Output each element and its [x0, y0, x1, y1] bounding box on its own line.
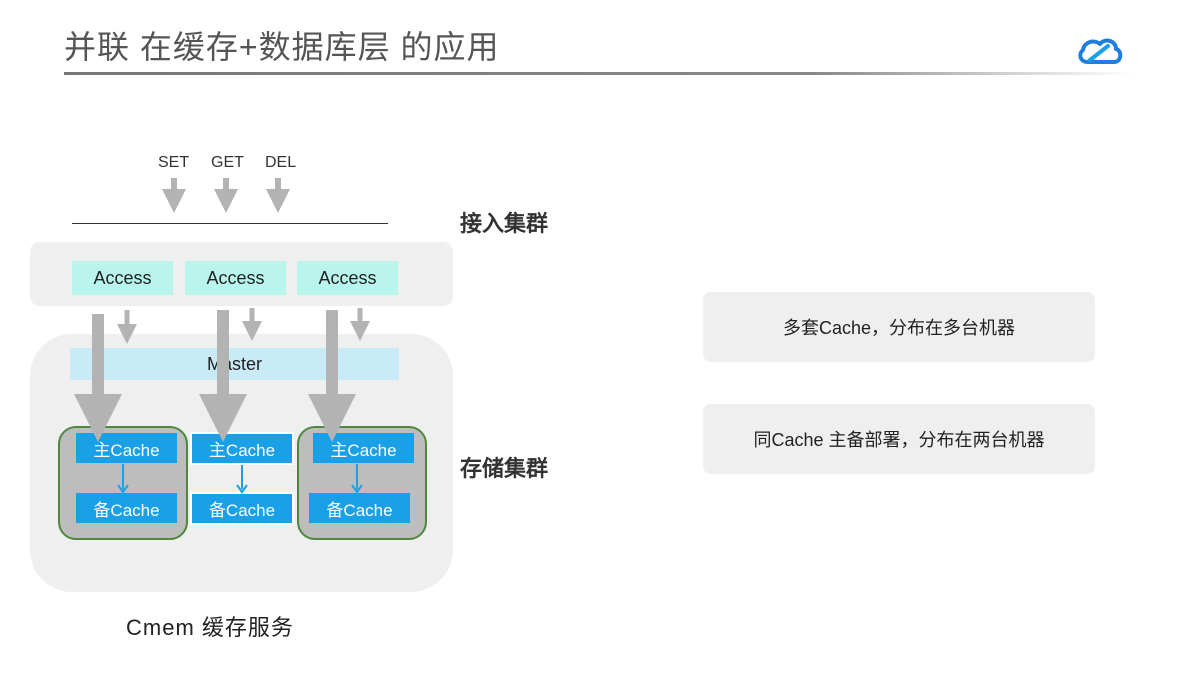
entry-line: [72, 223, 388, 224]
op-del-label: DEL: [265, 154, 297, 171]
title-divider: [64, 72, 1134, 75]
access-cluster-label: 接入集群: [460, 211, 549, 236]
note-multi-cache: 多套Cache，分布在多台机器: [703, 292, 1095, 362]
note-primary-backup: 同Cache 主备部署，分布在两台机器: [703, 404, 1095, 474]
storage-cluster-label: 存储集群: [460, 456, 549, 481]
backup-cache-3: 备Cache: [309, 493, 410, 523]
page-title: 并联 在缓存+数据库层 的应用: [64, 29, 500, 65]
access-node-2: Access: [185, 261, 286, 295]
primary-cache-1: 主Cache: [76, 433, 177, 463]
cloud-icon: [1078, 38, 1123, 64]
backup-cache-1: 备Cache: [76, 493, 177, 523]
diagram-caption: Cmem 缓存服务: [126, 615, 294, 640]
op-get-label: GET: [211, 154, 244, 171]
access-node-1: Access: [72, 261, 173, 295]
op-set-label: SET: [158, 154, 190, 171]
access-node-3: Access: [297, 261, 398, 295]
backup-cache-2: 备Cache: [190, 492, 294, 525]
